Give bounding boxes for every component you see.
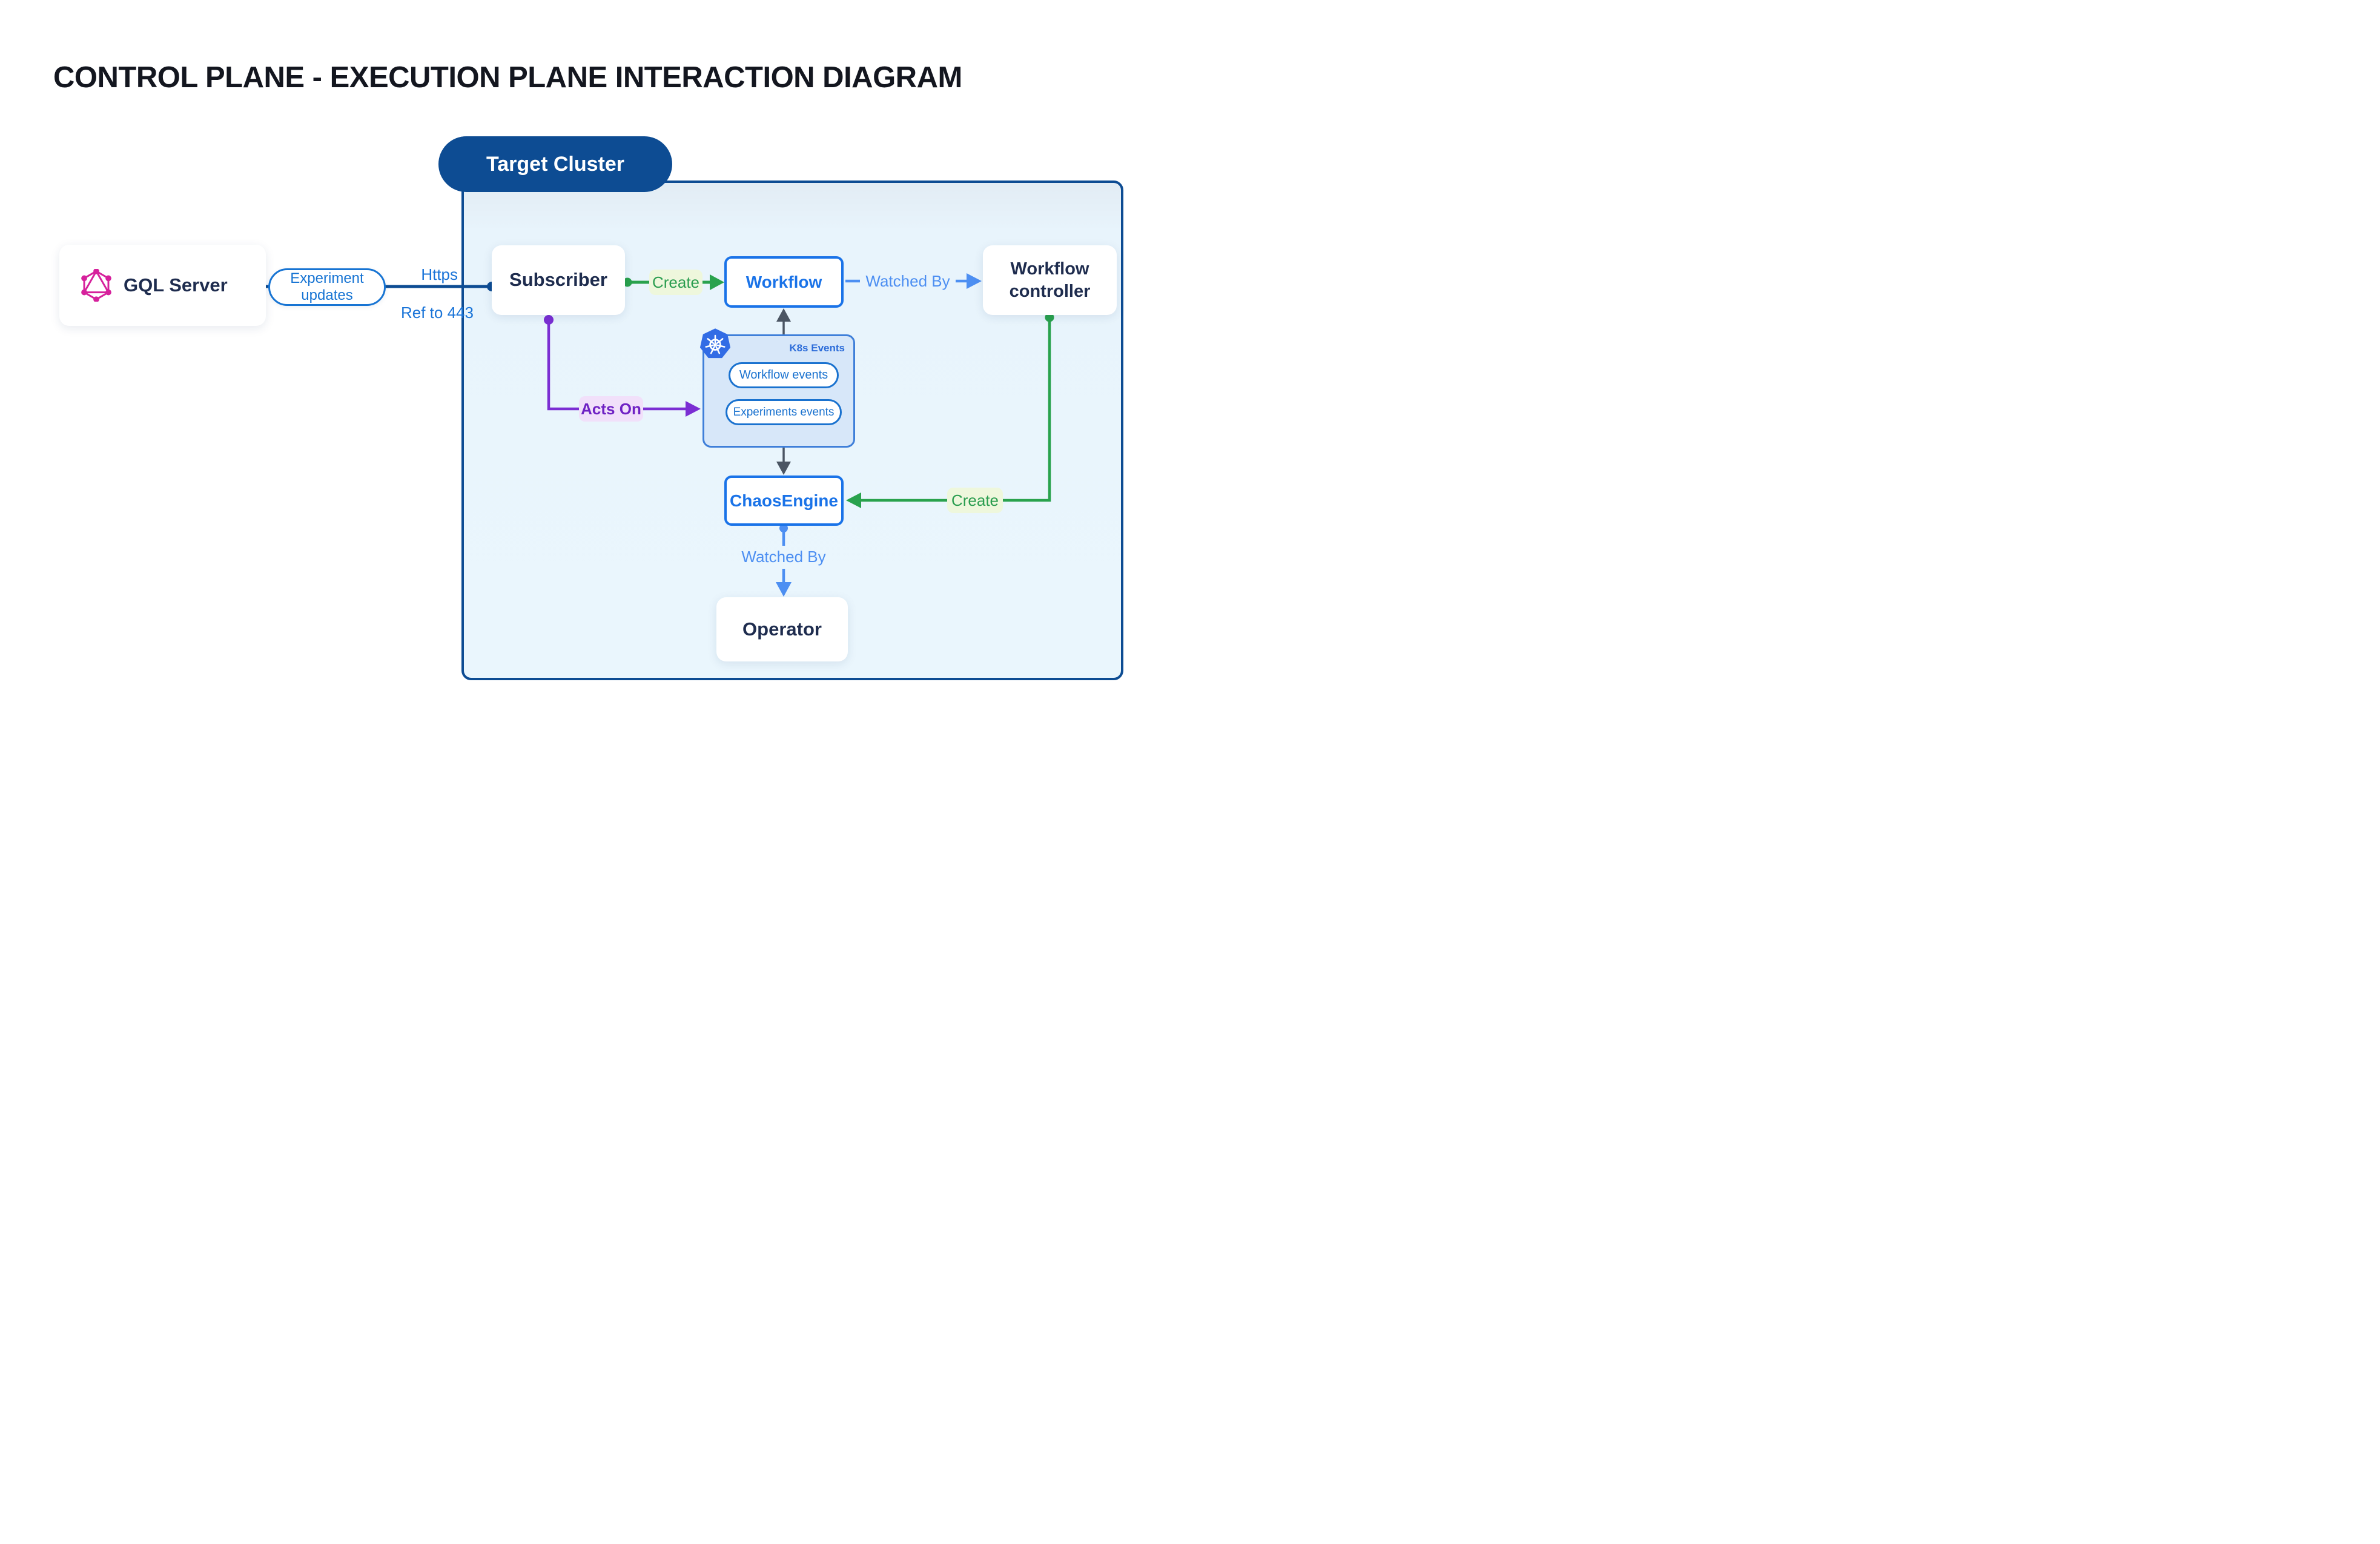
create-workflow-text: Create (652, 273, 700, 291)
diagram-canvas: CONTROL PLANE - EXECUTION PLANE INTERACT… (0, 0, 1190, 772)
edge-label-ref-443: Ref to 443 (389, 303, 486, 322)
node-experiments-events: Experiments events (726, 399, 842, 425)
page-title: CONTROL PLANE - EXECUTION PLANE INTERACT… (53, 61, 962, 94)
edge-label-create-chaosengine: Create (947, 488, 1003, 513)
experiments-events-label: Experiments events (733, 405, 835, 419)
node-chaos-engine: ChaosEngine (724, 475, 844, 526)
acts-on-text: Acts On (581, 399, 641, 418)
node-workflow-controller: Workflow controller (983, 245, 1117, 315)
workflow-events-label: Workflow events (739, 368, 828, 382)
ref-443-text: Ref to 443 (401, 303, 474, 322)
chaos-engine-label: ChaosEngine (730, 491, 838, 510)
edge-label-acts-on: Acts On (579, 396, 643, 422)
workflow-controller-label: Workflow controller (1009, 259, 1091, 301)
operator-label: Operator (742, 618, 822, 640)
https-text: Https (421, 265, 458, 283)
target-cluster-label: Target Cluster (486, 152, 624, 176)
edge-label-https: Https (357, 265, 458, 284)
kubernetes-icon (699, 328, 731, 359)
k8s-events-label: K8s Events (789, 342, 845, 354)
gql-server-label: GQL Server (124, 274, 228, 296)
node-workflow-events: Workflow events (729, 362, 839, 388)
watched-by-workflow-text: Watched By (865, 271, 950, 290)
node-gql-server: GQL Server (59, 245, 266, 326)
watched-by-operator-text: Watched By (741, 547, 826, 566)
node-workflow: Workflow (724, 256, 844, 308)
subscriber-label: Subscriber (509, 269, 607, 291)
edge-label-watched-by-workflow: Watched By (860, 271, 956, 291)
workflow-label: Workflow (745, 272, 822, 291)
edge-label-watched-by-operator: Watched By (734, 546, 833, 567)
target-cluster-pill: Target Cluster (438, 136, 672, 192)
graphql-icon (81, 269, 111, 302)
edge-label-create-workflow: Create (649, 270, 702, 295)
create-chaosengine-text: Create (951, 491, 999, 509)
node-operator: Operator (716, 597, 848, 661)
experiment-updates-text: Experiment updates (290, 270, 364, 303)
node-subscriber: Subscriber (492, 245, 625, 315)
k8s-events-group: K8s Events Workflow events Experiments e… (699, 328, 855, 448)
